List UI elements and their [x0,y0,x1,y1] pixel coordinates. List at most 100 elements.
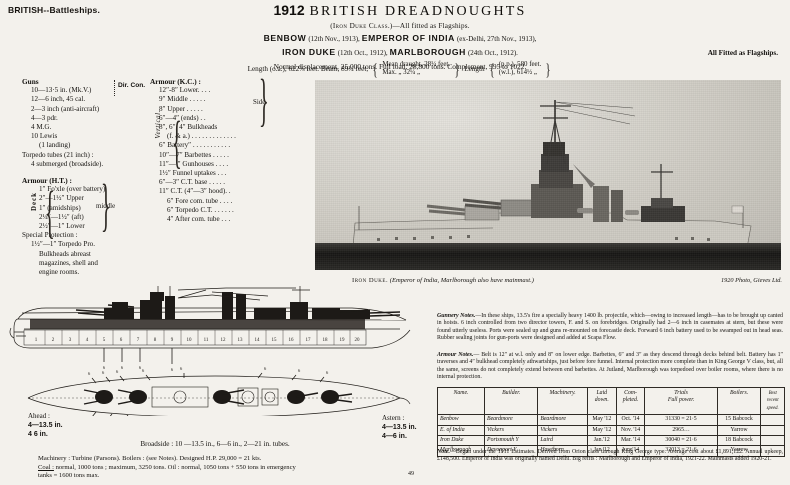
machinery-line-2-text: normal, 1000 tons ; maximum, 3250 tons. … [53,463,296,471]
ship-name-emperor-of-india: EMPEROR OF INDIA [361,32,455,43]
armour-ht-row: 1″ (amidships) [39,203,81,212]
cell-trials: 32013 = 21·6 [644,445,718,457]
ahead-arcs: Ahead : 4—13.5 in. 4 6 in. [28,412,63,440]
cell-trials: 2965… [644,424,718,437]
deck-armour-label: Deck [31,192,38,211]
dimensions-line: Length (o.a.), 622⅝ feet. Beam, 89¼ feet… [185,59,615,79]
ship-date-emperor-of-india: (ex-Delhi, 27th Nov., 1913), [456,34,537,43]
svg-text:15: 15 [272,338,278,343]
cell-builder: Portsmouth Y [484,435,539,447]
torpedo-tubes-item: 4 submerged (broadside). [31,159,104,168]
deck-middle-label: middle [96,203,116,210]
col-header-completed-l2: pleted. [622,397,639,404]
guns-spec-column: Guns 10—13·5 in. (Mk.V.) 12—6 inch, 45 c… [22,77,140,277]
svg-text:9: 9 [171,338,174,343]
svg-text:4: 4 [86,338,89,343]
svg-text:12: 12 [221,338,227,343]
guns-heading: Guns [22,77,39,86]
draught-brace-close: } [454,59,460,79]
cell-boilers: Yarrow [716,445,762,457]
length-brace-close: } [545,59,551,79]
col-header-laid-down: Laid down. [586,386,617,416]
svg-text:6: 6 [88,371,91,376]
gun-item: 12—6 inch, 45 cal. [31,95,86,104]
svg-text:6: 6 [120,338,123,343]
cell-completed: Nov. '14 [615,424,646,437]
table-row: Iron Duke Portsmouth Y Laird Jan.'12 Mar… [436,435,785,447]
cell-builder: Devonport Y [484,445,539,457]
gunnery-notes-body: —In these ships, 13.5's fire a specially… [437,313,783,342]
armour-notes-lead: Armour Notes. [437,352,474,358]
col-header-trials-l2: Full power. [667,397,695,404]
svg-text:6: 6 [103,365,106,370]
ship-name-marlborough: MARLBOROUGH [389,47,466,57]
armour-kc-side-row: 6″—4″ (ends) . . [159,113,206,122]
svg-text:16: 16 [289,338,295,343]
col-header-machinery: Machinery. [537,386,588,416]
astern-row: 4—13.5 in. [382,423,417,431]
machinery-line-3: tanks = 1600 tons max. [38,472,100,480]
svg-text:13: 13 [238,338,244,343]
svg-text:6: 6 [171,367,174,372]
svg-text:6: 6 [326,370,329,375]
armour-ht-row: 2½″—1″ Lower [39,222,85,231]
armour-kc-row: 4″ After com. tube . . . [167,215,231,224]
armour-kc-row: 11″— ″ Gunhouses . . . . [159,159,229,168]
armour-kc-heading: Armour (K.C.) : [150,77,201,86]
armour-kc-side-row: 9″ Middle . . . . . [159,95,206,104]
flagship-note: All Fitted as Flagships. [707,49,778,57]
col-header-trials-l1: Trials [674,390,688,396]
photo-credit: 1920 Photo, Gieves Ltd. [720,277,782,284]
gun-item: 10 Lewis [31,132,58,141]
astern-arcs: Astern : 4—13.5 in. 4—6 in. [382,414,417,442]
col-header-laid-l1: Laid [596,390,608,396]
iron-duke-battleship-photo [315,80,781,270]
col-header-builder: Builder. [484,386,539,416]
astern-row: 4—6 in. [382,433,407,441]
photo-grain [315,80,781,270]
gun-item: 10—13·5 in. (Mk.V.) [31,86,92,95]
col-header-builder-l1: Builder. [502,390,521,396]
gun-item: 4—3 pdr. [31,113,58,122]
svg-text:6: 6 [102,370,105,375]
cell-laid: May '12 [586,414,617,426]
cell-boilers: 18 Babcock [716,435,762,447]
svg-text:6: 6 [298,368,301,373]
cell-trials: 31330 = 21·5 [644,414,718,426]
armour-ht-row: 2¼″—1½″ (aft) [39,212,84,221]
svg-text:6: 6 [180,366,183,371]
torpedo-tubes-heading: Torpedo tubes (21 inch) : [22,150,94,159]
col-header-boilers-l1: Boilers. [729,390,749,396]
table-row: E. of India Vickers Vickers May '12 Nov.… [436,424,785,437]
armour-kc-row: 11″ C.T. (4″—3″ hood). . [159,187,231,196]
broadside-line: Broadside : 10 —13.5 in., 6—6 in., 2—21 … [140,440,290,448]
special-protection-row: 1½″—1″ Torpedo Pro. [31,240,95,249]
photo-caption: Iron Duke. (Emperor of India, Marlboroug… [352,277,782,284]
page-title-block: 1912 BRITISH DREADNOUGHTS (Iron Duke Cla… [180,2,620,72]
armour-kc-column: Armour (K.C.) : 12″-8″ Lower. . . . 9″ M… [150,77,278,224]
running-head: BRITISH--Battleships. [8,5,101,15]
armour-ht-heading: Armour (H.T.) : [22,176,72,186]
machinery-line-2: Coal : normal, 1000 tons ; maximum, 3250… [38,464,408,473]
cell-completed: Mar. '14 [615,435,646,447]
director-control-label: Dir. Con. [118,82,146,89]
ship-date-benbow: (12th Nov., 1913), [308,34,360,43]
length-wl: (w.l.), 614½ „ [498,69,537,76]
ship-date-iron-duke: (12th Oct., 1912), [337,49,388,57]
svg-text:6: 6 [142,368,145,373]
armour-kc-side-row: 8″ Upper . . . . . [159,104,203,113]
armour-kc-row: 6″ Torpedo C.T. . . . . . . [167,205,234,214]
armour-notes: Armour Notes.— Belt is 12″ at w.l. only … [437,352,783,382]
max-draught: Max. „ 32¼ „ [382,69,421,76]
ahead-row: 4—13.5 in. [28,421,63,429]
cell-completed: Oct. '14 [615,414,646,426]
cell-machinery: Hawthorn [537,445,588,457]
svg-text:5: 5 [103,338,106,343]
length-pp: (p.p.), 580 feet. [498,61,542,68]
svg-text:7: 7 [137,338,140,343]
cell-name: Benbow [436,414,486,426]
ship-names-line-1: BENBOW (12th Nov., 1913), EMPEROR OF IND… [180,33,620,45]
ahead-row: 4 6 in. [28,431,48,439]
